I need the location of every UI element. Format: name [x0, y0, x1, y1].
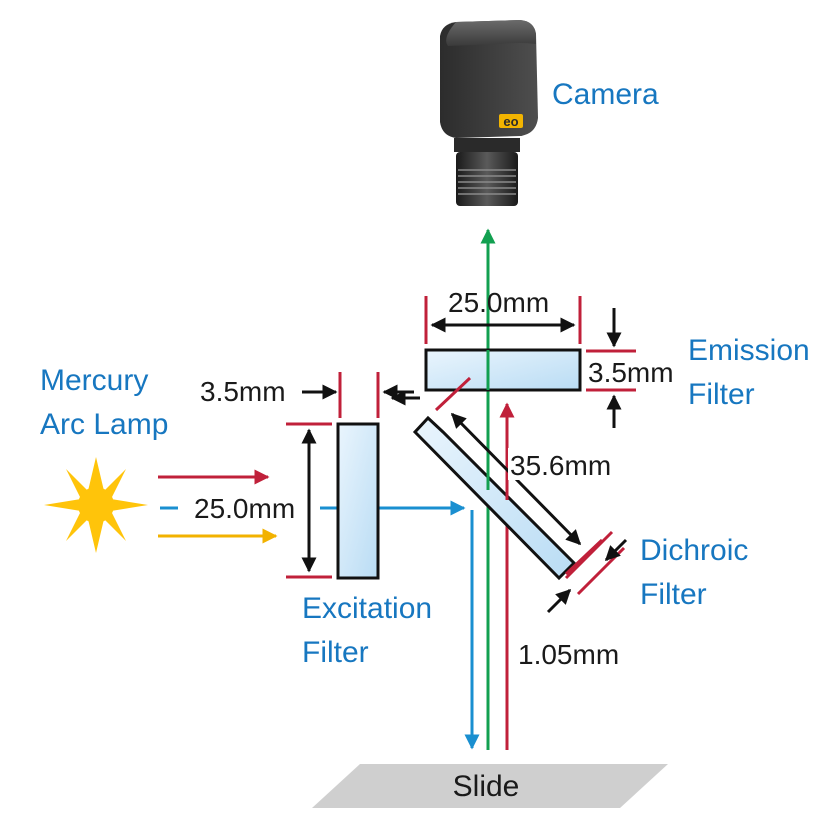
slide	[312, 764, 668, 808]
dichroic-length-tick-top	[434, 376, 472, 412]
excitation-label-line2: Filter	[302, 636, 369, 669]
dichroic-thickness-tick-1	[564, 530, 614, 580]
camera-label: Camera	[552, 78, 659, 111]
lamp-label-line2: Arc Lamp	[40, 408, 168, 441]
dichroic-label-line1: Dichroic	[640, 534, 748, 567]
dichroic-thickness-label: 1.05mm	[518, 639, 619, 670]
camera-icon: eo	[440, 20, 538, 206]
slide-label: Slide	[453, 770, 520, 803]
dichroic-length-tick-bottom	[564, 538, 604, 576]
emission-width-label: 25.0mm	[448, 287, 549, 318]
excitation-thickness-label: 3.5mm	[200, 376, 286, 407]
dichroic-filter	[412, 415, 577, 581]
dichroic-thickness-arrow-lower	[546, 588, 572, 614]
excitation-label-line1: Excitation	[302, 592, 432, 625]
camera-logo: eo	[503, 114, 518, 129]
emission-thickness-label: 3.5mm	[588, 357, 674, 388]
dichroic-label-line2: Filter	[640, 578, 707, 611]
emission-label-line1: Emission	[688, 334, 810, 367]
dichroic-thickness-arrow-upper	[604, 538, 628, 562]
dichroic-length-label: 35.6mm	[510, 450, 611, 481]
excitation-filter	[336, 422, 380, 580]
sun-burst-icon	[44, 457, 148, 553]
emission-filter	[424, 348, 582, 392]
emission-label-line2: Filter	[688, 378, 755, 411]
excitation-width-label: 25.0mm	[194, 493, 295, 524]
lamp-label-line1: Mercury	[40, 364, 148, 397]
